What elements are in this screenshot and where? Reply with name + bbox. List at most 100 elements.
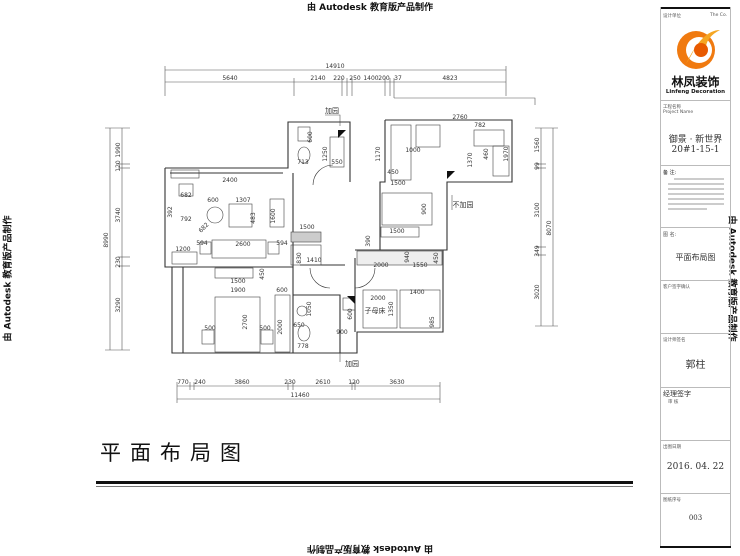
- basin: [296, 305, 308, 317]
- dimension-label: 1307: [235, 197, 250, 204]
- project-name: 御景 · 新世界: [668, 135, 723, 145]
- total-dimension-label: 11460: [290, 392, 309, 399]
- fridge: [492, 145, 510, 177]
- dimension-label: 682: [197, 221, 210, 234]
- dimension-label: 782: [474, 122, 486, 129]
- drawing-name-label: 图 名:: [663, 232, 677, 238]
- date-label: 出图日期: [663, 445, 681, 450]
- company-section: 设计单位 The Co. 林凤装饰 Linfeng Decoration: [660, 10, 731, 100]
- dimension-label: 1370: [467, 152, 474, 167]
- remarks-section: 备 注:: [660, 166, 731, 227]
- room-label-garden: 加园: [345, 359, 359, 368]
- logo-text: 林凤装饰: [671, 75, 720, 89]
- logo-text-en: Linfeng Decoration: [665, 89, 726, 95]
- dimension-label: 3100: [534, 202, 541, 217]
- shelf: [290, 231, 322, 243]
- dimension-label: 349: [534, 245, 541, 257]
- dimension-label: 3740: [115, 207, 122, 222]
- plan-title: 平面布局图: [100, 441, 250, 465]
- dimension-label: 713: [297, 159, 309, 166]
- designer-section: 设计师签名 郭柱: [660, 334, 731, 387]
- divider: [660, 227, 731, 228]
- divider: [660, 387, 731, 388]
- sheet-number: 003: [688, 514, 703, 522]
- dimension-label: 1500: [230, 278, 245, 285]
- dimension-label: 770: [177, 379, 189, 386]
- manager-section: 经理签字 审 核: [660, 388, 731, 440]
- dimension-label: 2600: [235, 241, 250, 248]
- dimension-label: 1560: [534, 137, 541, 152]
- dimension-label: 1970: [503, 146, 510, 161]
- dimension-label: 1500: [390, 180, 405, 187]
- coffee-table: [228, 203, 253, 228]
- title-block-bottom-rule: [660, 546, 731, 548]
- side-table: [267, 241, 280, 255]
- designer-name: 郭柱: [685, 360, 706, 371]
- dimension-label: 900: [336, 329, 348, 336]
- dimension-label: 792: [180, 216, 192, 223]
- dimension-label: 900: [421, 203, 428, 215]
- project-unit: 20#1-15-1: [671, 145, 720, 155]
- walls: [164, 119, 513, 354]
- cabinet: [171, 251, 198, 265]
- dimension-label: 37: [394, 75, 402, 82]
- wardrobe: [356, 250, 443, 266]
- dimension-label: 1550: [412, 262, 427, 269]
- cabinet: [170, 169, 200, 179]
- divider: [660, 165, 731, 166]
- bed: [214, 296, 261, 353]
- sheet-section: 图纸序号 003: [660, 494, 731, 546]
- dimension-label: 600: [207, 197, 219, 204]
- dimension-label: 500: [204, 325, 216, 332]
- wardrobe: [274, 294, 291, 353]
- dimension-label: 3020: [534, 284, 541, 299]
- dimension-label: 2000: [370, 295, 385, 302]
- dimension-label: 4823: [442, 75, 457, 82]
- sofa-side: [269, 198, 285, 228]
- dimension-label: 682: [180, 192, 192, 199]
- furniture: [170, 124, 510, 353]
- dimension-label: 1200: [175, 246, 190, 253]
- dimension-label: 985: [429, 316, 436, 328]
- dimension-label: 99: [534, 162, 541, 170]
- dimension-label: 2000: [373, 262, 388, 269]
- room-label-garden: 加园: [325, 106, 339, 115]
- divider: [660, 280, 731, 281]
- dimension-label: 120: [348, 379, 360, 386]
- dining-table: [381, 192, 433, 226]
- dimension-label: 14910: [325, 63, 344, 70]
- side-table: [199, 241, 212, 255]
- room-label-no-garden: 不加园: [453, 200, 474, 209]
- dimension-label: 1050: [306, 301, 313, 316]
- round-table: [206, 206, 224, 224]
- date-section: 出图日期 2016. 04. 22: [660, 441, 731, 493]
- sofa: [211, 239, 267, 259]
- watermark-top: 由 Autodesk 教育版产品制作: [306, 3, 433, 13]
- remarks-label: 备 注:: [663, 170, 677, 176]
- title-block-left-rule: [660, 7, 661, 548]
- total-dimension-label: 8070: [546, 220, 553, 235]
- drawing-name: 平面布局图: [675, 253, 716, 262]
- drawing-name-section: 图 名: 平面布局图: [660, 228, 731, 280]
- toilet: [297, 324, 311, 342]
- client-sign-label: 客户签字确认: [663, 285, 690, 290]
- tv-cabinet: [214, 267, 254, 279]
- company-label: 设计单位: [663, 14, 681, 19]
- desk: [399, 289, 441, 329]
- dimension-label: 450: [387, 169, 399, 176]
- dimension-label: 3630: [389, 379, 404, 386]
- title-underline-thin: [96, 486, 633, 487]
- washer: [297, 126, 311, 142]
- dimension-label: 1500: [299, 224, 314, 231]
- cabinet: [390, 124, 412, 181]
- divider: [660, 493, 731, 494]
- shower: [329, 136, 345, 168]
- bunk-bed: [362, 289, 398, 329]
- dimension-label: 778: [297, 343, 309, 350]
- dimension-label: 600: [276, 287, 288, 294]
- company-label-en: The Co.: [710, 13, 728, 18]
- manager-label: 经理签字: [663, 390, 691, 398]
- dimension-label: 500: [259, 325, 271, 332]
- dimension-label: 2140: [310, 75, 325, 82]
